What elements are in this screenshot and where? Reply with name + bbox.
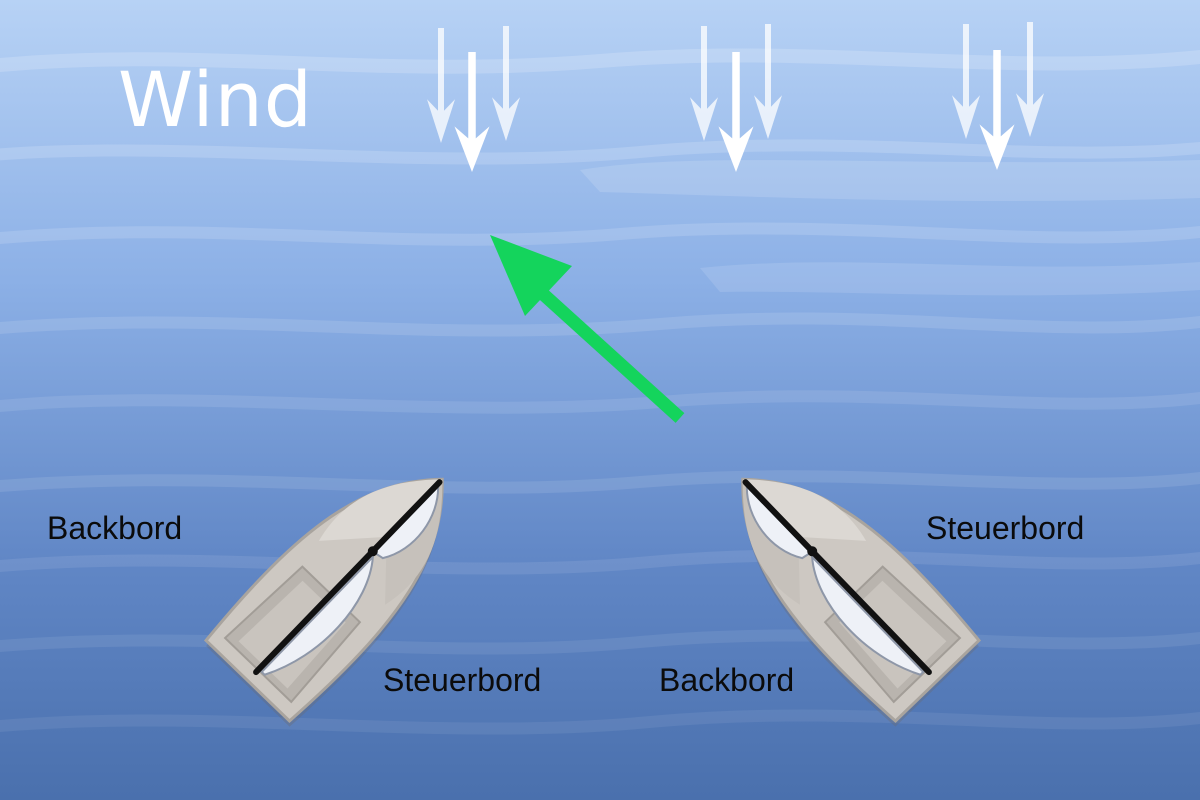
left-boat-starboard-label: Steuerbord: [383, 662, 542, 698]
right-boat-starboard-label: Steuerbord: [926, 510, 1085, 546]
left-boat-port-label: Backbord: [47, 510, 183, 546]
right-boat-port-label: Backbord: [659, 662, 795, 698]
direction-arrow-icon: [490, 235, 685, 423]
wind-title: Wind: [118, 55, 314, 144]
